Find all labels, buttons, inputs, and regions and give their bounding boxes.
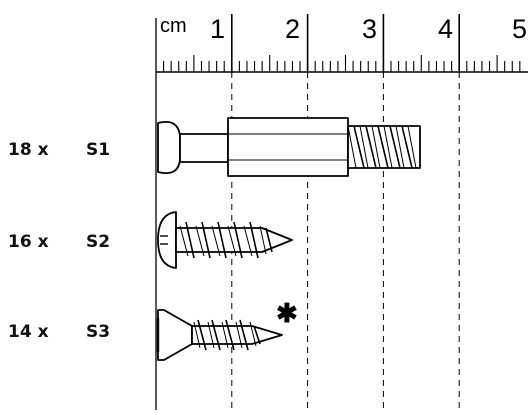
pan-head-screw-icon: [157, 211, 293, 269]
ruler-number-5: 5: [512, 14, 527, 44]
cam-connector-bolt-icon: [157, 117, 421, 177]
ruler-number-1: 1: [210, 14, 225, 44]
ruler-number-3: 3: [362, 14, 377, 44]
row-s1-quantity: 18 x: [8, 140, 49, 160]
row-s3-quantity: 14 x: [8, 322, 49, 342]
row-s3-code: S3: [86, 322, 111, 342]
row-s2-quantity: 16 x: [8, 232, 49, 252]
ruler-number-2: 2: [285, 14, 300, 44]
ruler-number-4: 4: [438, 14, 453, 44]
ruler-unit-label: cm: [160, 15, 187, 37]
asterisk-note-mark: ✱: [276, 298, 298, 328]
row-s2-code: S2: [86, 232, 111, 252]
row-s1-code: S1: [86, 140, 111, 160]
ruler: cm 1 2 3 4 5: [155, 14, 528, 410]
countersunk-screw-icon: [156, 309, 283, 361]
ruler-ticks: [163, 14, 521, 72]
